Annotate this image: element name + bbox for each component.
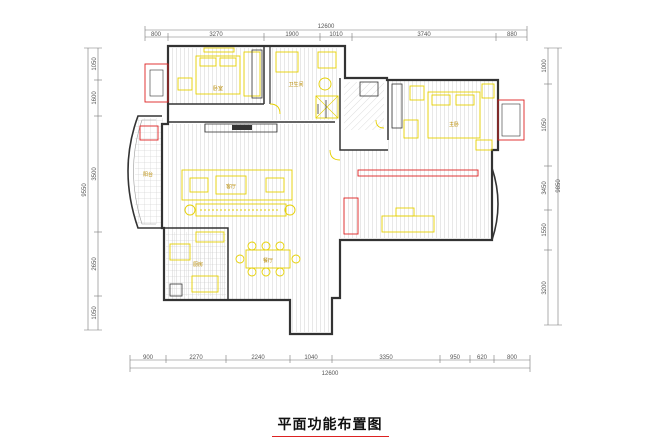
- bottom-dim-8: 800: [507, 355, 518, 361]
- right-balcony-inner: [501, 103, 521, 137]
- left-dim-1: 1050: [92, 57, 98, 71]
- room-label-bedroom-2: 主卧: [449, 121, 459, 128]
- bottom-dim-6: 950: [450, 355, 461, 361]
- top-dim-5: 3740: [417, 32, 431, 38]
- top-dim-2: 3270: [209, 32, 223, 38]
- bottom-dim-7: 620: [477, 355, 488, 361]
- left-dim-4: 2650: [92, 257, 98, 271]
- drawing-title-text: 平面功能布置图: [271, 414, 389, 437]
- right-dim-5: 3200: [542, 281, 548, 295]
- bottom-dim-4: 1040: [304, 355, 318, 361]
- bottom-dim-5: 3350: [379, 355, 393, 361]
- left-dim-3: 3500: [92, 167, 98, 181]
- bottom-dim-3: 2240: [251, 355, 265, 361]
- left-dim-5: 1050: [92, 306, 98, 320]
- furniture: [169, 47, 495, 293]
- top-dim-6: 880: [507, 32, 518, 38]
- top-dim-4: 1010: [329, 32, 343, 38]
- top-dimension: 12600 800 3270 1900 1010 3740 880: [144, 24, 528, 41]
- right-dim-2: 1050: [542, 118, 548, 132]
- bottom-dim-1: 900: [143, 355, 154, 361]
- room-label-kitchen: 厨房: [193, 261, 203, 268]
- right-bay-wall: [491, 167, 499, 241]
- top-left-balcony-inner: [149, 69, 164, 97]
- top-dim-3: 1900: [285, 32, 299, 38]
- walls: [160, 44, 500, 336]
- right-dim-1: 1000: [542, 59, 548, 73]
- right-dim-3: 3450: [542, 181, 548, 195]
- left-total-dim: 9550: [82, 183, 88, 197]
- room-label-bedroom-1: 卧室: [213, 85, 223, 92]
- fixtures-dark: [169, 49, 403, 297]
- right-dimension: 1000 1050 3450 1550 3200 9850: [542, 47, 562, 326]
- bottom-dimension: 900 2270 2240 1040 3350 950 620 800 1260…: [129, 355, 531, 377]
- room-label-dining-room: 餐厅: [263, 257, 273, 264]
- room-label-bathroom: 卫生间: [288, 81, 303, 88]
- room-label-balcony: 阳台: [143, 171, 153, 178]
- top-left-balcony: [144, 63, 169, 103]
- right-dim-4: 1550: [542, 223, 548, 237]
- right-balcony: [497, 99, 525, 141]
- left-dimension: 1050 1600 3500 2650 1050 9550: [82, 47, 102, 331]
- floor-fills: [135, 48, 493, 332]
- bottom-total-dim: 12600: [322, 371, 339, 377]
- bottom-dim-2: 2270: [189, 355, 203, 361]
- top-dim-1: 800: [151, 32, 162, 38]
- drawing-title: 平面功能布置图: [0, 414, 660, 437]
- top-total-dim: 12600: [318, 24, 335, 30]
- room-label-living-room: 客厅: [226, 183, 236, 190]
- left-dim-2: 1600: [92, 91, 98, 105]
- left-balcony: 阳台: [127, 115, 162, 229]
- right-total-dim: 9850: [556, 179, 562, 193]
